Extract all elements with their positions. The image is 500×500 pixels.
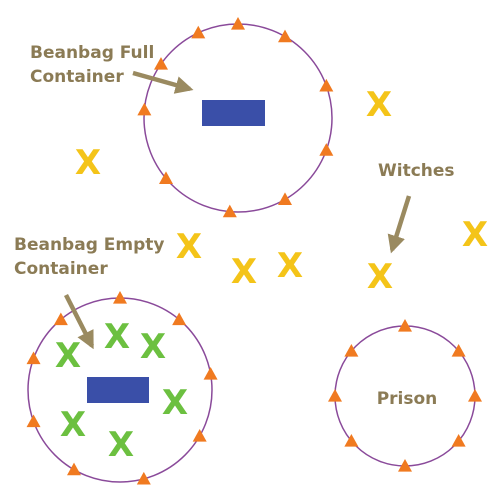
- witches-label: Witches: [378, 161, 455, 181]
- orange-cone-icon: [203, 367, 218, 380]
- orange-cone-icon: [319, 78, 334, 92]
- orange-cone-icon: [113, 291, 127, 304]
- orange-cone-icon: [158, 171, 173, 185]
- prison-area: Prison: [328, 319, 482, 472]
- beanbag-full: [202, 100, 265, 126]
- player-x: X: [108, 425, 134, 465]
- orange-cone-icon: [398, 319, 412, 332]
- full-container-cones: [137, 17, 334, 218]
- player-x: X: [55, 336, 81, 376]
- beanbag-full-container: [137, 17, 334, 218]
- witch-markers: X X X X X X X: [75, 85, 488, 297]
- witch-x: X: [277, 246, 303, 286]
- beanbag-full-label: Beanbag Full Container: [30, 43, 160, 87]
- player-x: X: [162, 383, 188, 423]
- orange-cone-icon: [319, 143, 334, 156]
- witch-x: X: [462, 215, 488, 255]
- beanbag-empty-container: [26, 291, 218, 485]
- orange-cone-icon: [136, 471, 151, 485]
- beanbag-empty-label: Beanbag Empty Container: [14, 235, 170, 279]
- orange-cone-icon: [172, 312, 187, 326]
- pointer-arrow-icon: [132, 70, 194, 94]
- witch-x: X: [176, 227, 202, 267]
- prison-label: Prison: [377, 389, 438, 409]
- witch-x: X: [75, 143, 101, 183]
- orange-cone-icon: [26, 351, 41, 365]
- orange-cone-icon: [328, 389, 342, 402]
- orange-cone-icon: [67, 462, 81, 476]
- beanbag-empty-label-line2: Container: [14, 259, 108, 279]
- witch-x: X: [367, 257, 393, 297]
- beanbag-empty: [87, 377, 149, 403]
- orange-cone-icon: [53, 312, 68, 326]
- orange-cone-icon: [192, 429, 207, 442]
- orange-cone-icon: [468, 389, 482, 402]
- orange-cone-icon: [344, 344, 359, 357]
- orange-cone-icon: [153, 57, 168, 70]
- player-x: X: [104, 317, 130, 357]
- pointer-arrow-icon: [63, 293, 95, 350]
- witch-x: X: [231, 252, 257, 292]
- player-markers: X X X X X X: [55, 317, 188, 465]
- orange-cone-icon: [137, 102, 152, 116]
- beanbag-full-label-line1: Beanbag Full: [30, 43, 154, 63]
- orange-cone-icon: [451, 433, 466, 447]
- orange-cone-icon: [278, 192, 292, 206]
- orange-cone-icon: [231, 17, 245, 30]
- beanbag-empty-label-line1: Beanbag Empty: [14, 235, 165, 255]
- orange-cone-icon: [278, 29, 292, 43]
- orange-cone-icon: [451, 344, 466, 357]
- player-x: X: [60, 405, 86, 445]
- orange-cone-icon: [222, 204, 237, 218]
- witch-x: X: [366, 85, 392, 125]
- player-x: X: [140, 327, 166, 367]
- beanbag-full-label-line2: Container: [30, 67, 124, 87]
- orange-cone-icon: [26, 414, 41, 428]
- orange-cone-icon: [191, 25, 206, 39]
- orange-cone-icon: [398, 459, 412, 472]
- orange-cone-icon: [344, 433, 359, 447]
- pointer-arrow-icon: [387, 195, 412, 254]
- empty-container-cones: [26, 291, 218, 485]
- prison-cones: [328, 319, 482, 472]
